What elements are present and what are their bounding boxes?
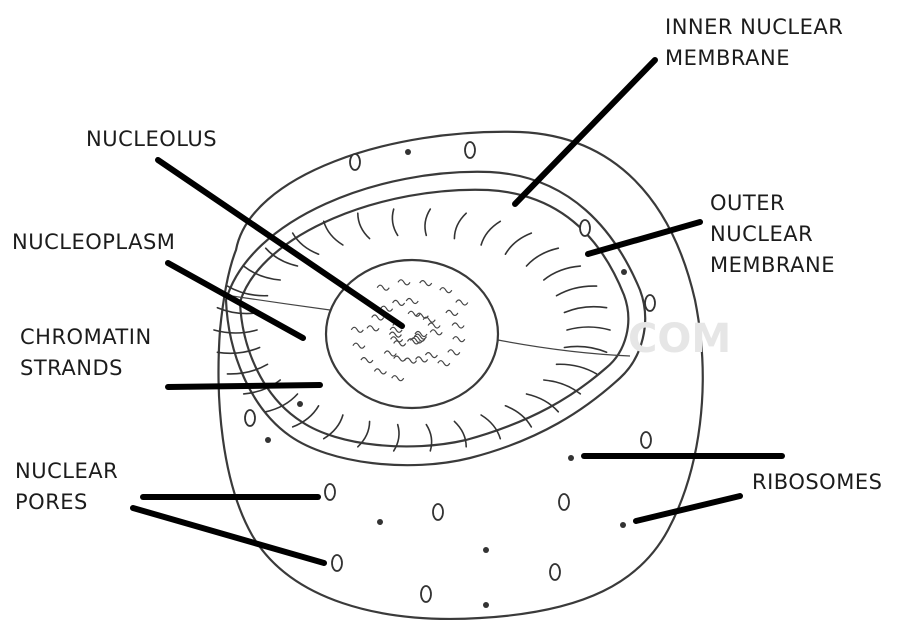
nuclear-pore <box>245 410 255 426</box>
leader-chromatin <box>168 385 320 387</box>
watermark-text: COM <box>628 316 731 362</box>
nuclear-pore <box>641 432 651 448</box>
chromatin-strands-group <box>214 209 610 451</box>
nucleolus-squiggle <box>416 357 428 362</box>
leader-inner-membrane <box>515 60 655 204</box>
label-nuclear-pores: NUCLEAR PORES <box>15 456 118 518</box>
chromatin-strand <box>227 286 267 296</box>
nucleolus-squiggle <box>351 327 363 332</box>
chromatin-strand <box>324 221 343 245</box>
ribosome <box>297 401 303 407</box>
nucleolus-squiggle <box>430 330 442 335</box>
chromatin-strand <box>244 266 281 280</box>
label-ribosomes: RIBOSOMES <box>752 467 882 498</box>
leader-ribosome-2 <box>636 496 740 521</box>
ribosomes-group <box>265 149 627 608</box>
nucleolus-squiggle <box>377 285 389 290</box>
ribosome <box>483 547 489 553</box>
chromatin-strand <box>426 425 431 451</box>
leader-nucleoplasm <box>168 263 303 338</box>
nucleolus-squiggle <box>452 323 464 328</box>
nuclear-pore <box>559 494 569 510</box>
ribosome <box>620 522 626 528</box>
ribosome <box>265 437 271 443</box>
nucleolus-squiggle <box>448 350 460 355</box>
nuclear-pore <box>433 504 443 520</box>
chromatin-strand <box>392 209 397 235</box>
chromatin-strand <box>567 327 610 330</box>
cell-outline <box>219 132 703 619</box>
nucleolus-squiggle <box>405 358 417 363</box>
nuclear-pore <box>580 220 590 236</box>
chromatin-strand <box>266 394 298 412</box>
outer-nuclear-membrane-shape <box>226 172 645 465</box>
nucleolus-squiggle <box>353 343 365 348</box>
nuclear-pore <box>421 586 431 602</box>
chromatin-strand <box>527 248 559 266</box>
nucleolus-shape <box>326 260 498 408</box>
nucleolus-squiggle <box>446 310 458 315</box>
chromatin-strand <box>481 221 500 245</box>
nuclear-pore <box>350 154 360 170</box>
chromatin-strand <box>557 286 597 296</box>
chromatin-strand <box>557 364 597 374</box>
leader-nucleolus <box>158 160 402 326</box>
leader-outer-membrane <box>588 222 700 254</box>
chromatin-strand <box>564 307 606 313</box>
nucleolus-squiggle <box>456 300 468 305</box>
label-outer-nuclear-membrane: OUTER NUCLEAR MEMBRANE <box>710 188 835 281</box>
nucleolus-squiggle <box>384 351 396 356</box>
chromatin-strand <box>227 364 267 374</box>
chromatin-strand <box>217 348 259 354</box>
chromatin-strand <box>505 406 531 427</box>
nuclear-pore <box>645 295 655 311</box>
ribosome <box>483 602 489 608</box>
nucleolus-squiggle <box>440 288 452 293</box>
ribosome <box>621 269 627 275</box>
nucleolus-squiggle <box>428 323 440 328</box>
chromatin-strand <box>505 233 531 254</box>
nuclear-pore <box>465 142 475 158</box>
chromatin-strand <box>425 209 430 235</box>
label-nucleoplasm: NUCLEOPLASM <box>12 227 175 258</box>
nucleolus-squiggle <box>398 280 410 285</box>
nucleolus-squiggle <box>361 358 373 363</box>
nucleolus-squiggle <box>425 353 437 358</box>
chromatin-strand <box>358 213 370 238</box>
nucleolus-squiggle <box>393 300 405 305</box>
nucleolus-squiggle <box>394 356 406 361</box>
nucleolus-squiggle <box>453 337 465 342</box>
nuclear-pore <box>325 484 335 500</box>
leader-pore-2 <box>133 508 324 563</box>
nucleolus-squiggle <box>367 326 379 331</box>
nuclear-pore <box>550 564 560 580</box>
nucleolus-squiggle <box>423 317 435 322</box>
nuclear-pore <box>332 555 342 571</box>
nucleolus-squiggle <box>392 376 404 381</box>
nucleolus-squiggle <box>406 299 418 304</box>
ribosome <box>405 149 411 155</box>
label-chromatin-strands: CHROMATIN STRANDS <box>20 322 152 384</box>
chromatin-strand <box>527 394 559 412</box>
chromatin-strand <box>544 266 581 280</box>
nucleolus-squiggle <box>420 281 432 286</box>
chromatin-strand <box>454 213 466 238</box>
nucleolus-squiggle <box>438 361 450 366</box>
label-inner-nuclear-membrane: INNER NUCLEAR MEMBRANE <box>665 12 843 74</box>
nucleolus-squiggle <box>389 332 401 337</box>
ribosome <box>377 519 383 525</box>
nucleolus-texture <box>351 280 468 381</box>
inner-nuclear-membrane-shape <box>240 190 628 447</box>
label-nucleolus: NUCLEOLUS <box>86 124 217 155</box>
ribosome <box>568 455 574 461</box>
nucleolus-squiggle <box>374 369 386 374</box>
